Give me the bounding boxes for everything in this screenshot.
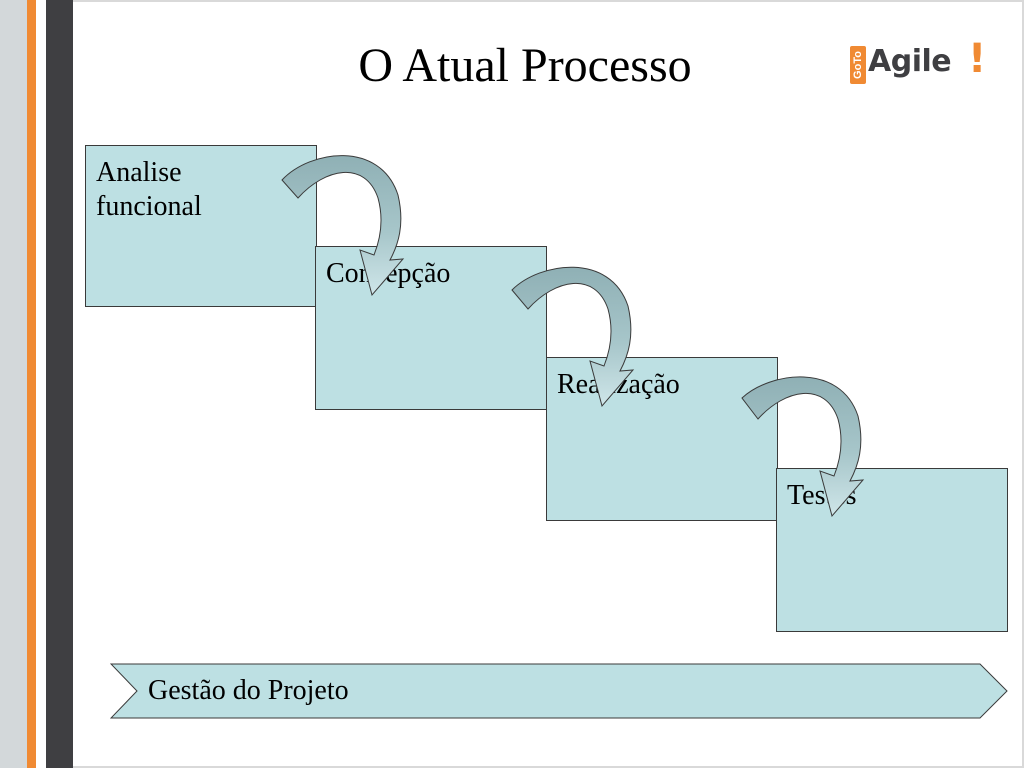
decorative-bar-dark (46, 0, 73, 768)
step-box-analise-funcional: Analise funcional (85, 145, 317, 307)
step-box-testes: Testes (776, 468, 1008, 632)
project-management-chevron (110, 663, 1008, 719)
curved-arrow-2 (511, 266, 635, 408)
step-box-realizacao: Realização (546, 357, 778, 521)
decorative-bar-light (0, 0, 27, 768)
step-label: funcional (96, 190, 202, 222)
slide-frame (73, 0, 1024, 768)
step-label: Analise (96, 157, 182, 188)
logo-exclamation: ! (968, 36, 987, 82)
step-box-concepcao: Concepção (315, 246, 547, 410)
curved-arrow-1 (281, 155, 405, 297)
goto-agile-logo: GoTo Agile ! (850, 36, 990, 86)
chevron-label: Gestão do Projeto (148, 675, 349, 706)
decorative-bar-gap (36, 0, 46, 768)
decorative-bar-orange (27, 0, 36, 768)
logo-agile-text: Agile (868, 44, 952, 79)
logo-goto-badge: GoTo (850, 46, 866, 84)
curved-arrow-3 (741, 376, 865, 518)
slide-title: O Atual Processo (358, 39, 692, 92)
